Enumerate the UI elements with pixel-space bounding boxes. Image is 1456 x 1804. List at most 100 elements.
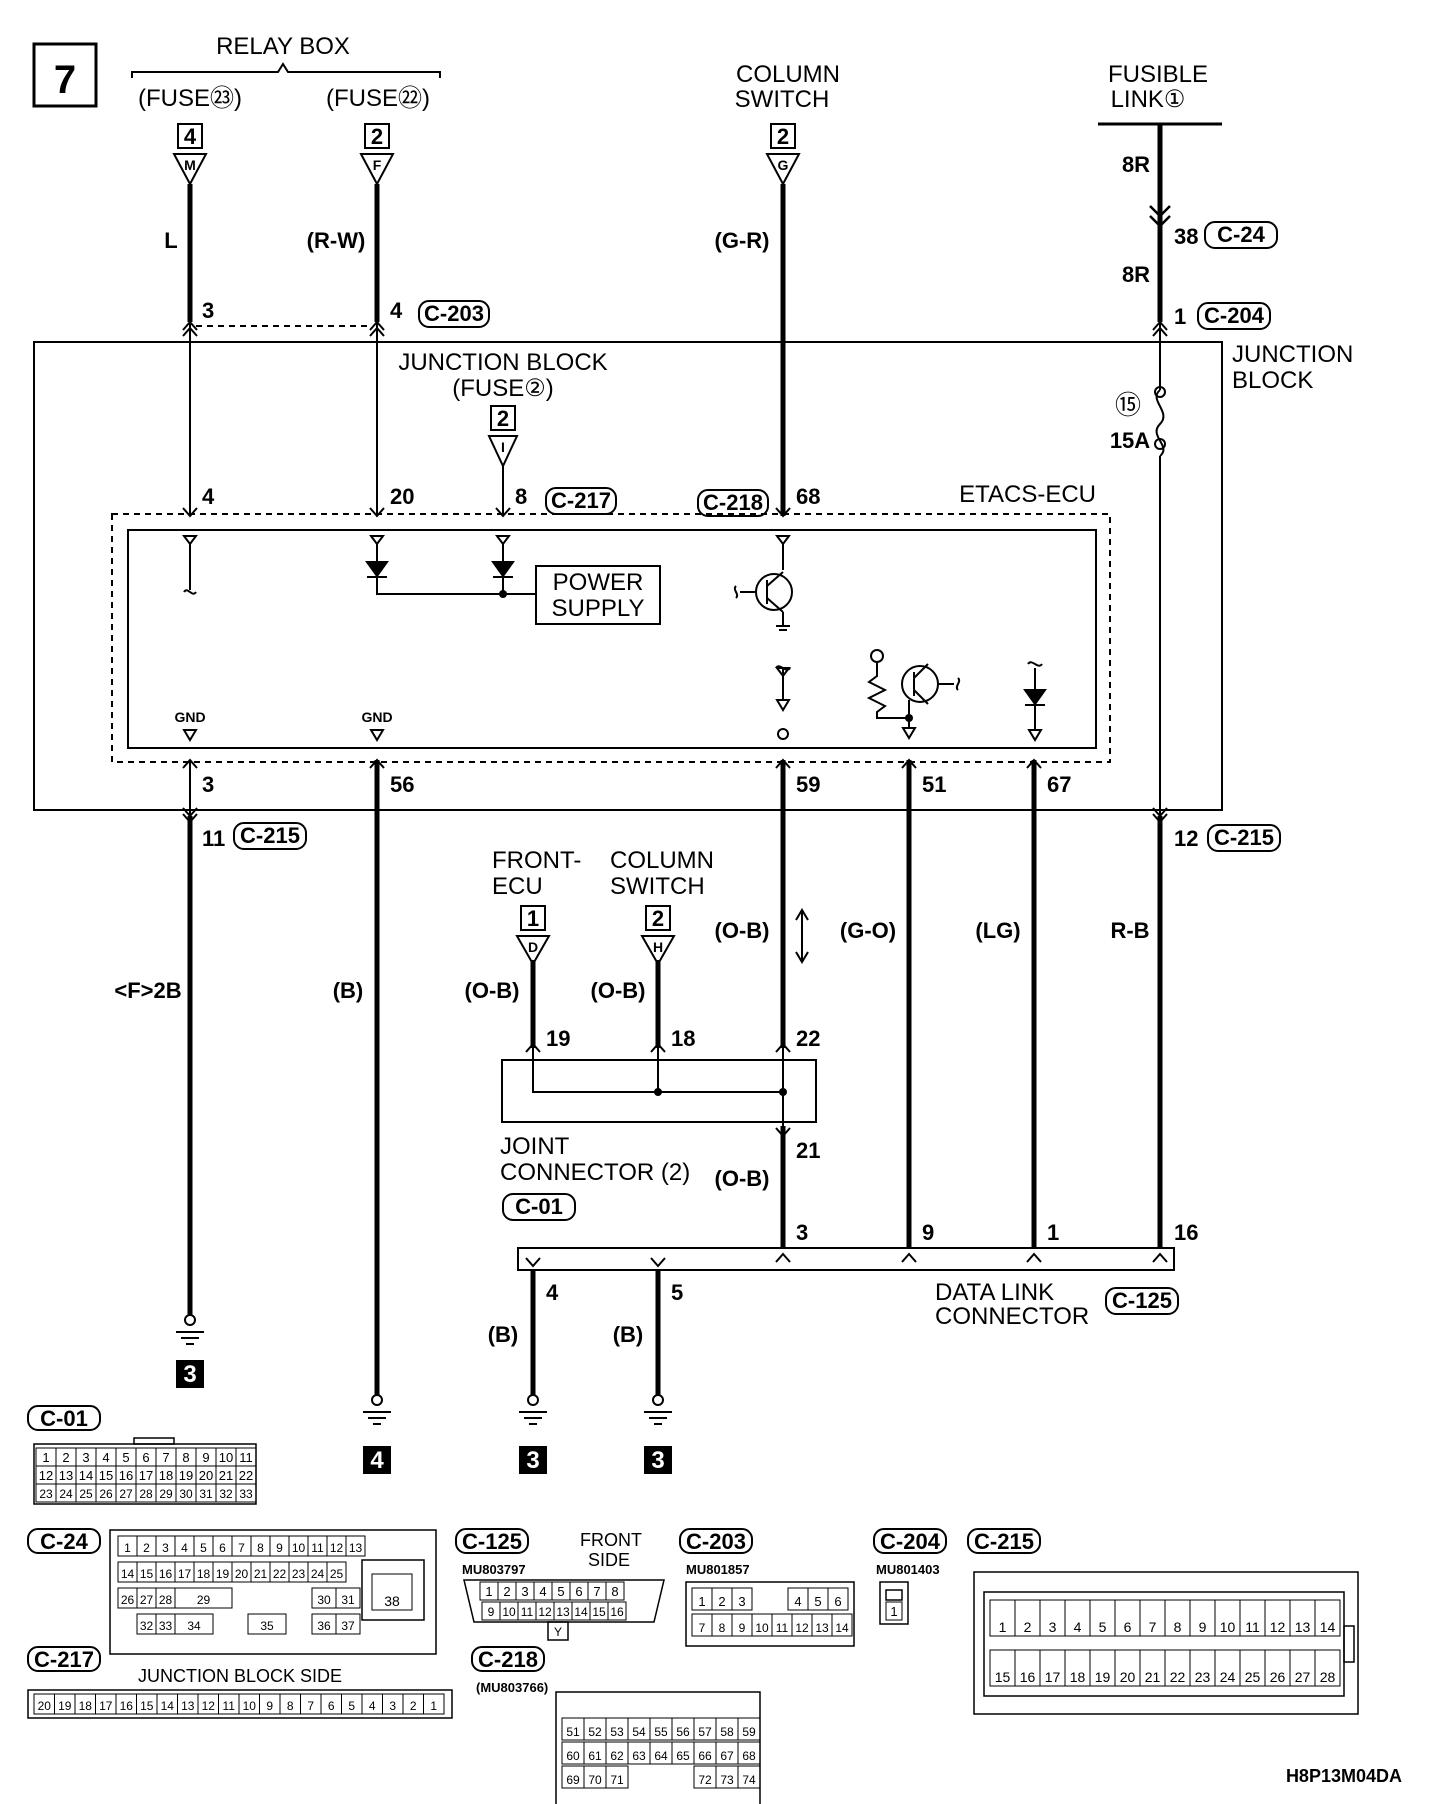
- wc-ob-21: (O-B): [715, 1166, 770, 1191]
- pin-number: 62: [610, 1749, 624, 1763]
- pin-number: 9: [276, 1541, 283, 1555]
- pin-number: 52: [588, 1725, 602, 1739]
- svg-text:4: 4: [184, 124, 197, 149]
- etacs-ecu-dashed: [111, 513, 1111, 763]
- pin-number: 2: [410, 1699, 417, 1713]
- ref-c215a: C-215: [240, 823, 300, 848]
- pin-4-ecu: 4: [202, 484, 215, 509]
- wc-rb: R-B: [1110, 918, 1149, 943]
- pin-number: 13: [59, 1468, 73, 1483]
- pin-number: 5: [557, 1584, 564, 1599]
- svg-text:D: D: [528, 939, 538, 955]
- pin-cell: [174, 1587, 233, 1609]
- pin-cell: [731, 1587, 753, 1611]
- pin-number: 19: [58, 1699, 72, 1713]
- pin-number: 3: [82, 1450, 89, 1465]
- column-switch-mid-l2: SWITCH: [610, 873, 705, 900]
- pin-number: 9: [202, 1450, 209, 1465]
- pin-number: 2: [62, 1450, 69, 1465]
- ref-c24: C-24: [1217, 222, 1265, 247]
- c125-part: MU803797: [462, 1562, 526, 1577]
- pin-number: 12: [39, 1468, 53, 1483]
- pin-number: 35: [260, 1619, 274, 1633]
- ref-c215b: C-215: [1214, 825, 1274, 850]
- pin-number: 61: [588, 1749, 602, 1763]
- jb-side-label: JUNCTION BLOCK SIDE: [138, 1666, 342, 1686]
- pin-number: 15: [99, 1468, 113, 1483]
- pin-number: 27: [1295, 1669, 1311, 1685]
- pin-number: 10: [292, 1541, 306, 1555]
- pin-number: 3: [738, 1594, 745, 1609]
- pin-number: 8: [287, 1699, 294, 1713]
- pin-number: 37: [341, 1619, 355, 1633]
- pin-number: 6: [142, 1450, 149, 1465]
- pin-number: 11: [521, 1605, 534, 1619]
- pin-cell: [885, 1601, 903, 1621]
- front-side-l2: SIDE: [588, 1550, 630, 1570]
- pin-number: 4: [794, 1594, 801, 1609]
- pin-number: 4: [539, 1584, 546, 1599]
- svg-text:1: 1: [527, 906, 539, 931]
- power-supply-l2: SUPPLY: [552, 595, 645, 622]
- front-ecu-1-plug: 1 D: [515, 905, 551, 967]
- jb-fuse2-plug: 2 I: [487, 405, 519, 469]
- pin-number: 73: [720, 1773, 734, 1787]
- pin-number: 59: [742, 1725, 756, 1739]
- pin-cell: [547, 1621, 569, 1641]
- pin-number: 25: [330, 1567, 344, 1581]
- wc-ob-18: (O-B): [591, 978, 646, 1003]
- pin-number: 14: [121, 1567, 135, 1581]
- pin-number: 16: [610, 1605, 624, 1619]
- pin-number: 69: [566, 1773, 580, 1787]
- pin-number: 24: [1220, 1669, 1236, 1685]
- pin-number: 7: [593, 1584, 600, 1599]
- pin-number: 17: [99, 1699, 113, 1713]
- c203-part: MU801857: [686, 1562, 750, 1577]
- bottom-c215-label: C-215: [974, 1529, 1034, 1554]
- pin-number: 9: [1199, 1619, 1207, 1635]
- pin-number: 4: [369, 1699, 376, 1713]
- pin-number: 33: [239, 1487, 253, 1501]
- bottom-c217-label: C-217: [34, 1647, 94, 1672]
- wc-b-4: (B): [488, 1322, 519, 1347]
- pin-number: 24: [311, 1567, 325, 1581]
- pin-cell: [607, 1601, 627, 1621]
- pin-number: 9: [266, 1699, 273, 1713]
- pin-number: 3: [162, 1541, 169, 1555]
- pin-cell: [335, 1613, 361, 1635]
- pin-number: 7: [699, 1621, 706, 1635]
- pin-number: 18: [197, 1567, 211, 1581]
- pin-number: 26: [121, 1593, 135, 1607]
- pin-number: 16: [120, 1699, 134, 1713]
- pin-number: 1: [42, 1450, 49, 1465]
- pin-1-dlc: 1: [1047, 1220, 1059, 1245]
- pin-number: 7: [307, 1699, 314, 1713]
- svg-text:M: M: [184, 157, 196, 173]
- pin-number: 6: [575, 1584, 582, 1599]
- connector-c24-mark: [1149, 205, 1171, 228]
- pin-number: 14: [1320, 1619, 1336, 1635]
- pin-number: 26: [1270, 1669, 1286, 1685]
- pin-number: 15: [140, 1699, 154, 1713]
- pin-number: 1: [485, 1584, 492, 1599]
- ground-ref-1: 3: [183, 1361, 196, 1388]
- wc-ob-59: (O-B): [715, 918, 770, 943]
- pin-number: 71: [610, 1773, 624, 1787]
- pin-cell: [371, 1573, 413, 1611]
- wc-lg: (LG): [975, 918, 1020, 943]
- junction-block-outline: [33, 341, 1223, 811]
- column-switch-2-mid-plug: 2 H: [640, 905, 676, 967]
- pin-number: 7: [162, 1450, 169, 1465]
- pin-number: 25: [79, 1487, 93, 1501]
- pin-number: 13: [815, 1621, 829, 1635]
- pin-number: 3: [521, 1584, 528, 1599]
- column-switch-top-l2: SWITCH: [735, 86, 830, 113]
- pin-16: 16: [1174, 1220, 1198, 1245]
- connector-ref-boxes: [233, 221, 1281, 1315]
- relay-box-label: RELAY BOX: [216, 33, 350, 60]
- fuse22-label: (FUSE㉒): [326, 85, 430, 112]
- pin-3-dlc: 3: [796, 1220, 808, 1245]
- pin-cell: [831, 1613, 853, 1637]
- pin-5-dlc: 5: [671, 1280, 683, 1305]
